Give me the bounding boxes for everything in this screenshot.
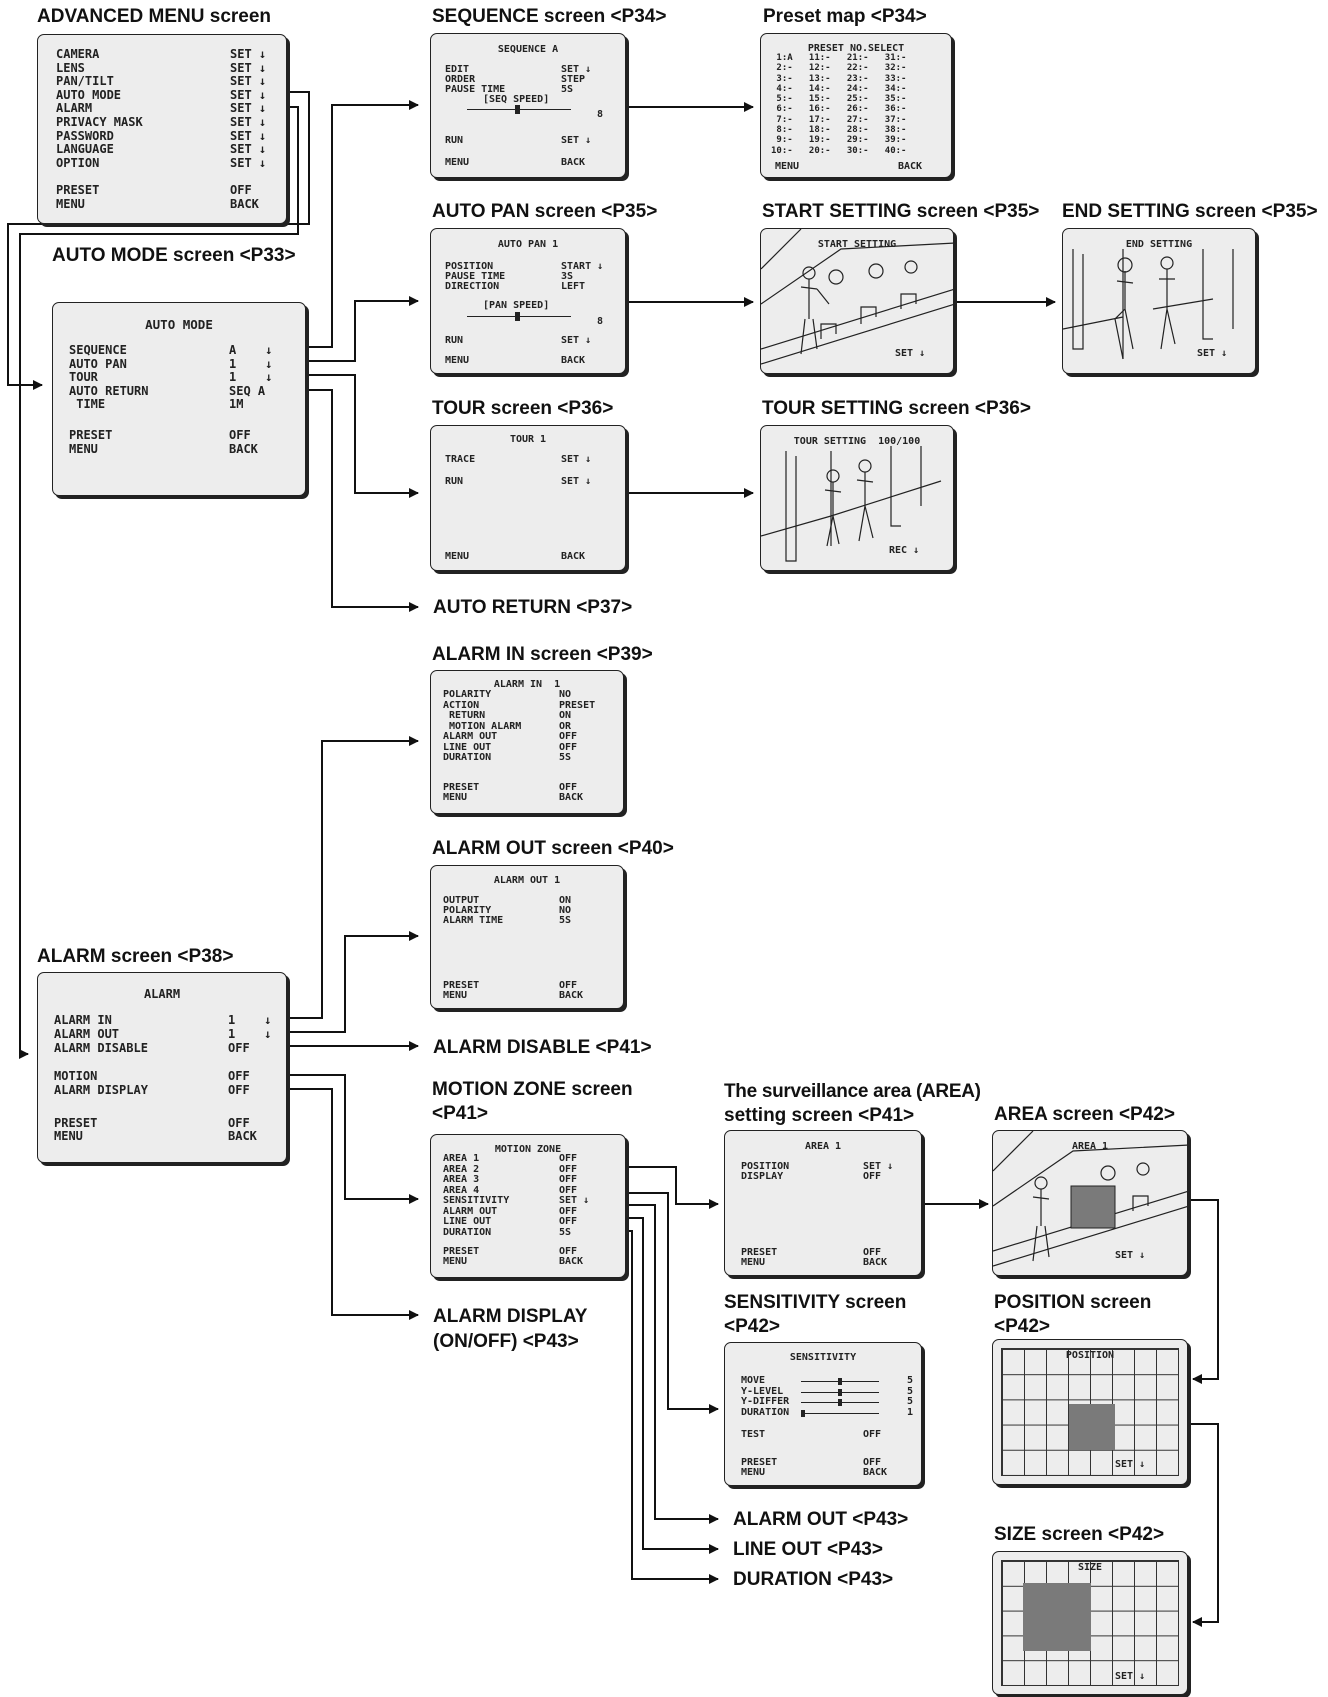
start-setting-title: START SETTING: [761, 239, 953, 250]
preset-map-line: 4:- 14:- 24:- 34:-: [771, 84, 906, 94]
sensitivity-slider[interactable]: [801, 1413, 879, 1414]
start-setting-screen: START SETTING SET ↓: [760, 228, 954, 374]
sensitivity-slider[interactable]: [801, 1392, 879, 1393]
preset-map-menu: MENU: [775, 160, 799, 174]
pan-speed-label: [PAN SPEED]: [483, 301, 549, 312]
alarm-title: ALARM: [38, 987, 286, 1001]
seq-speed-value: 8: [597, 110, 603, 121]
seq-speed-label: [SEQ SPEED]: [483, 95, 549, 106]
alarm-out-title: ALARM OUT 1: [431, 875, 623, 886]
preset-map-line: 6:- 16:- 26:- 36:-: [771, 104, 906, 114]
auto-pan-title: AUTO PAN 1: [431, 239, 625, 250]
scene-illustration: [993, 1131, 1188, 1276]
end-setting-title: END SETTING: [1063, 239, 1255, 250]
tour-title: TOUR 1: [431, 434, 625, 445]
position-screen: POSITION SET ↓: [992, 1339, 1188, 1485]
preset-map-line: 10:- 20:- 30:- 40:-: [771, 146, 906, 156]
preset-map-screen: PRESET NO.SELECT 1:A 11:- 21:- 31:- 2:- …: [760, 33, 952, 178]
size-screen: SIZE SET ↓: [992, 1551, 1188, 1695]
preset-map-back: BACK: [898, 160, 922, 174]
area-title: AREA 1: [993, 1141, 1187, 1152]
preset-map-line: 1:A 11:- 21:- 31:-: [771, 53, 906, 63]
pan-speed-slider[interactable]: [467, 316, 571, 317]
preset-map-line: 5:- 15:- 25:- 35:-: [771, 94, 906, 104]
preset-map-grid: 1:A 11:- 21:- 31:- 2:- 12:- 22:- 32:- 3:…: [771, 53, 906, 156]
position-area-block: [1069, 1404, 1115, 1450]
preset-map-line: 7:- 17:- 27:- 37:-: [771, 115, 906, 125]
size-title: SIZE: [993, 1562, 1187, 1573]
seq-speed-slider[interactable]: [467, 109, 571, 110]
position-footer[interactable]: SET ↓: [1115, 1458, 1145, 1472]
tour-setting-title: TOUR SETTING 100/100: [761, 436, 953, 447]
preset-map-line: 9:- 19:- 29:- 39:-: [771, 135, 906, 145]
sensitivity-title: SENSITIVITY: [725, 1352, 921, 1363]
pan-speed-value: 8: [597, 317, 603, 328]
sensitivity-slider[interactable]: [801, 1402, 879, 1403]
area-setting-title: AREA 1: [725, 1141, 921, 1152]
position-title: POSITION: [993, 1350, 1187, 1361]
preset-map-line: 2:- 12:- 22:- 32:-: [771, 63, 906, 73]
area-footer[interactable]: SET ↓: [1115, 1249, 1145, 1263]
scene-illustration: [761, 426, 954, 571]
preset-map-line: 3:- 13:- 23:- 33:-: [771, 74, 906, 84]
size-footer[interactable]: SET ↓: [1115, 1670, 1145, 1684]
sequence-screen-title: SEQUENCE A: [431, 44, 625, 55]
preset-map-line: 8:- 18:- 28:- 38:-: [771, 125, 906, 135]
area-screen: AREA 1 SET ↓: [992, 1130, 1188, 1276]
end-setting-screen: END SETTING SET ↓: [1062, 228, 1256, 374]
auto-mode-title: AUTO MODE: [53, 317, 305, 332]
tour-setting-screen: TOUR SETTING 100/100 REC ↓: [760, 425, 954, 571]
sensitivity-slider[interactable]: [801, 1381, 879, 1382]
size-area-block: [1023, 1583, 1091, 1651]
start-setting-footer[interactable]: SET ↓: [895, 347, 925, 361]
end-setting-footer[interactable]: SET ↓: [1197, 347, 1227, 361]
tour-setting-footer[interactable]: REC ↓: [889, 544, 919, 558]
